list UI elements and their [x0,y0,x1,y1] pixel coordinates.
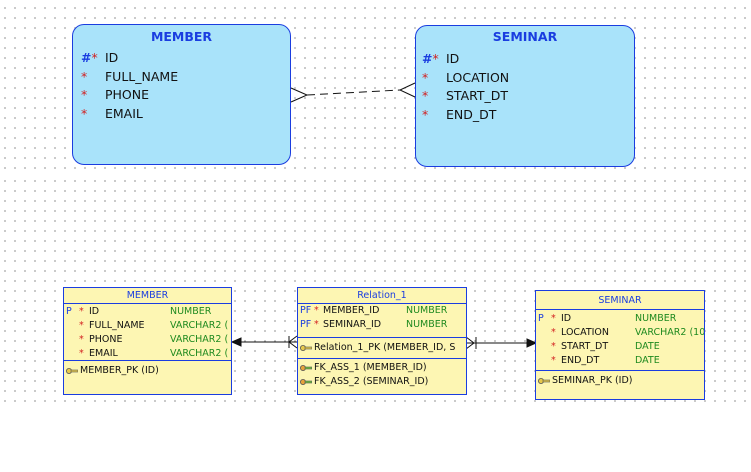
attribute-row[interactable]: #* ID [81,50,119,65]
attribute-list: #* ID * LOCATION * START_DT * END_DT [422,50,509,124]
foreign-key-icon [300,378,312,385]
attribute-row[interactable]: * FULL_NAME [81,68,179,84]
primary-key-icon [538,377,550,384]
attribute-row[interactable]: * END_DT [422,106,497,122]
primary-key-row[interactable]: MEMBER_PK (ID) [64,364,231,378]
primary-key-section: Relation_1_PK (MEMBER_ID, S [298,338,466,359]
primary-key-icon [66,367,78,374]
table-title: SEMINAR [536,291,704,310]
attribute-row[interactable]: * LOCATION [422,69,510,85]
entity-title: MEMBER [150,29,213,44]
attribute-row[interactable]: * EMAIL [81,105,143,121]
fk-relationship-member[interactable] [230,335,298,349]
attribute-row[interactable]: * PHONE [81,87,150,102]
entity-seminar[interactable]: SEMINAR #* ID * LOCATION * START_DT * EN… [415,25,635,167]
key-section: MEMBER_PK (ID) [64,361,231,378]
many-to-many-relationship[interactable] [290,82,416,103]
attribute-row[interactable]: * START_DT [422,88,509,103]
attribute-list: #* ID * FULL_NAME * PHONE * EMAIL [81,49,178,123]
attribute-row[interactable]: #* ID [422,51,460,66]
primary-key-row[interactable]: Relation_1_PK (MEMBER_ID, S [298,341,466,355]
primary-key-icon [300,344,312,351]
foreign-key-section: FK_ASS_1 (MEMBER_ID) FK_ASS_2 (SEMINAR_I… [298,359,466,389]
table-title: MEMBER [64,288,231,304]
foreign-key-icon [300,364,312,371]
fk-relationship-seminar[interactable] [465,336,538,350]
table-title: Relation_1 [298,288,466,304]
foreign-key-row[interactable]: FK_ASS_1 (MEMBER_ID) [298,361,466,375]
entity-member[interactable]: MEMBER #* ID * FULL_NAME * PHONE * EMAIL [72,24,291,165]
foreign-key-row[interactable]: FK_ASS_2 (SEMINAR_ID) [298,375,466,389]
entity-title: SEMINAR [492,29,558,44]
key-section: SEMINAR_PK (ID) [536,371,704,388]
primary-key-row[interactable]: SEMINAR_PK (ID) [536,374,704,388]
